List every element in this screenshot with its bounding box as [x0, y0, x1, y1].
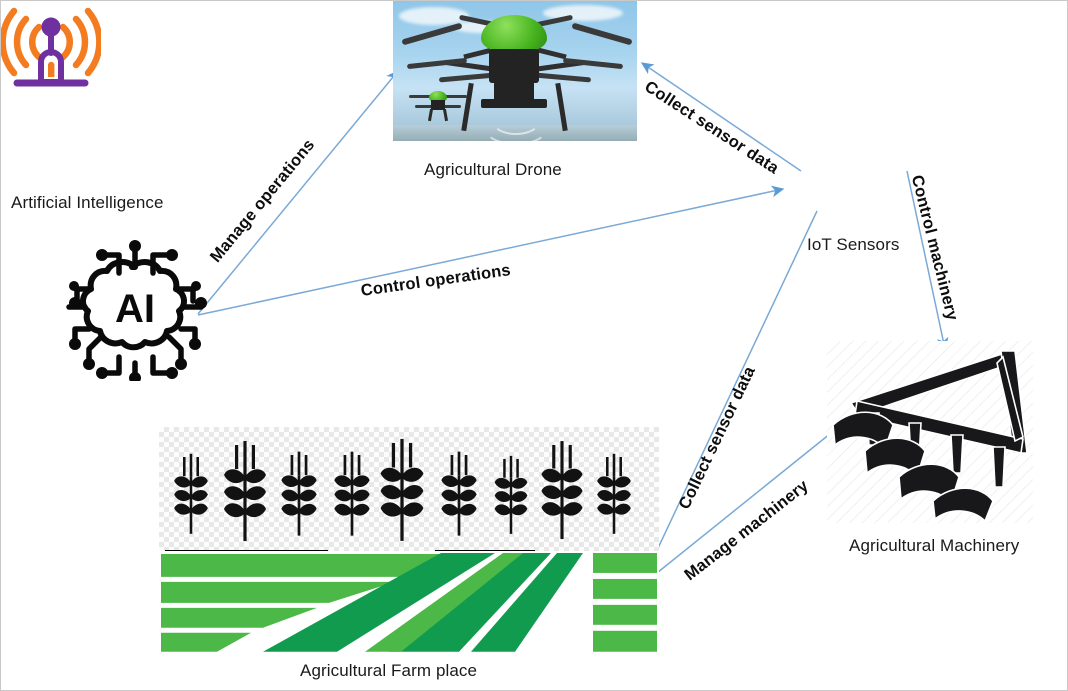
- arrow-ai-to-iot: [197, 185, 785, 316]
- field-stripes: [159, 551, 659, 655]
- edge-label-collect-sensor-data-farm: Collect sensor data: [675, 363, 759, 513]
- drone-photo: [393, 1, 637, 141]
- edge-label-control-operations: Control operations: [359, 261, 512, 300]
- edge-label-control-machinery: Control machinery: [907, 173, 962, 323]
- label-artificial-intelligence: Artificial Intelligence: [11, 193, 164, 212]
- crop-plants: [174, 438, 631, 541]
- edge-label-collect-sensor-data-drone: Collect sensor data: [641, 77, 783, 178]
- ai-brain-circuit-icon: AI: [66, 240, 207, 381]
- farm-field-crops: [159, 427, 659, 655]
- iot-antenna-signal-icon: [1, 7, 103, 87]
- ai-icon-text: AI: [115, 287, 155, 331]
- label-agricultural-machinery: Agricultural Machinery: [849, 536, 1020, 555]
- label-agricultural-drone: Agricultural Drone: [424, 160, 562, 179]
- arrow-ai-to-drone: [197, 69, 399, 315]
- label-iot-sensors: IoT Sensors: [807, 235, 900, 254]
- edge-label-manage-operations: Manage operations: [206, 135, 319, 266]
- arrow-machinery-to-farm: [640, 424, 842, 586]
- label-agricultural-farm-place: Agricultural Farm place: [300, 661, 478, 680]
- arrow-iot-to-drone: [640, 62, 802, 172]
- plough-silhouette: [827, 341, 1033, 523]
